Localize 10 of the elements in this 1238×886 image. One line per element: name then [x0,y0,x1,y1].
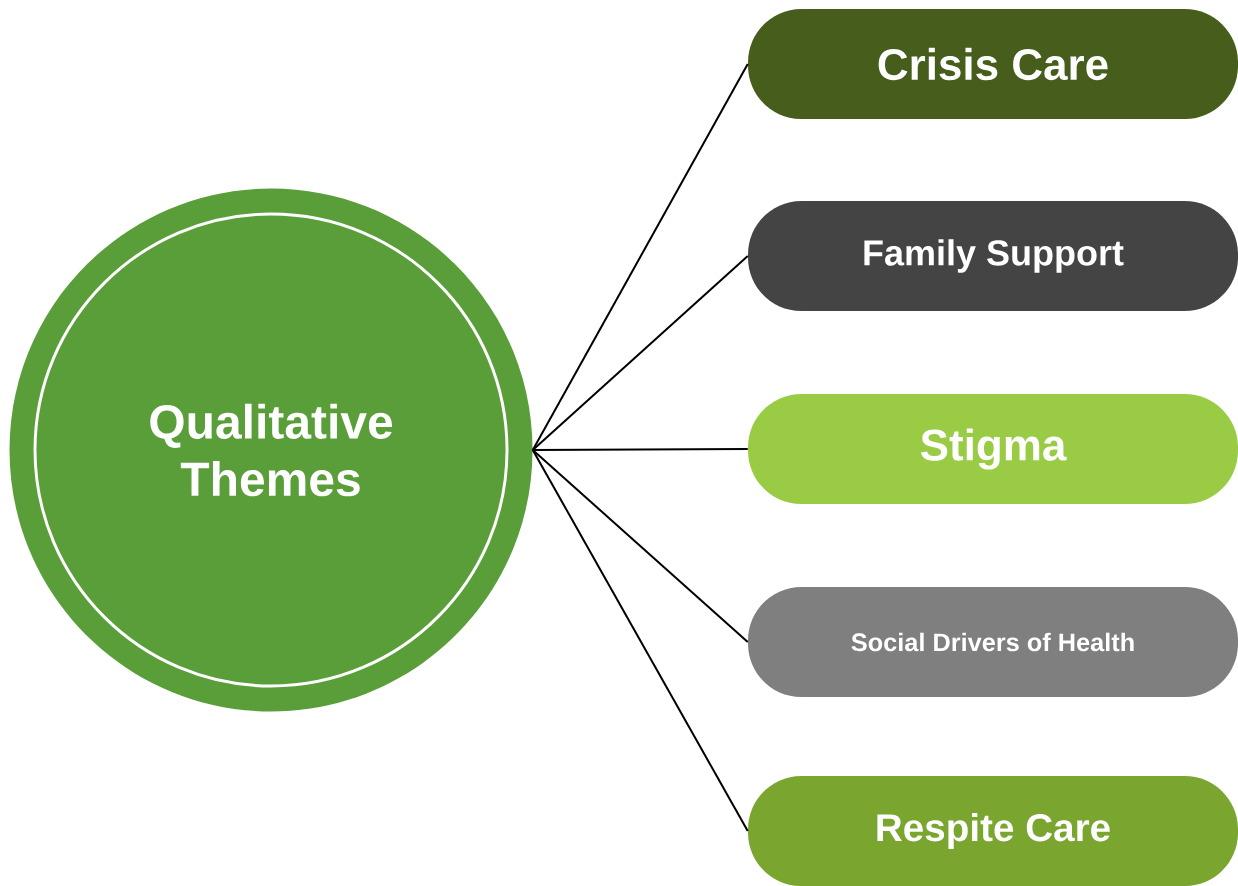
theme-box: Respite Care [748,776,1238,886]
theme-box: Stigma [748,394,1238,504]
connector-line [531,255,749,451]
connector-line [531,449,749,643]
connector-line [531,63,749,451]
theme-box: Crisis Care [748,9,1238,119]
theme-box: Family Support [748,201,1238,311]
connector-line [531,449,749,832]
theme-box: Social Drivers of Health [748,587,1238,697]
connector-line [531,448,749,451]
